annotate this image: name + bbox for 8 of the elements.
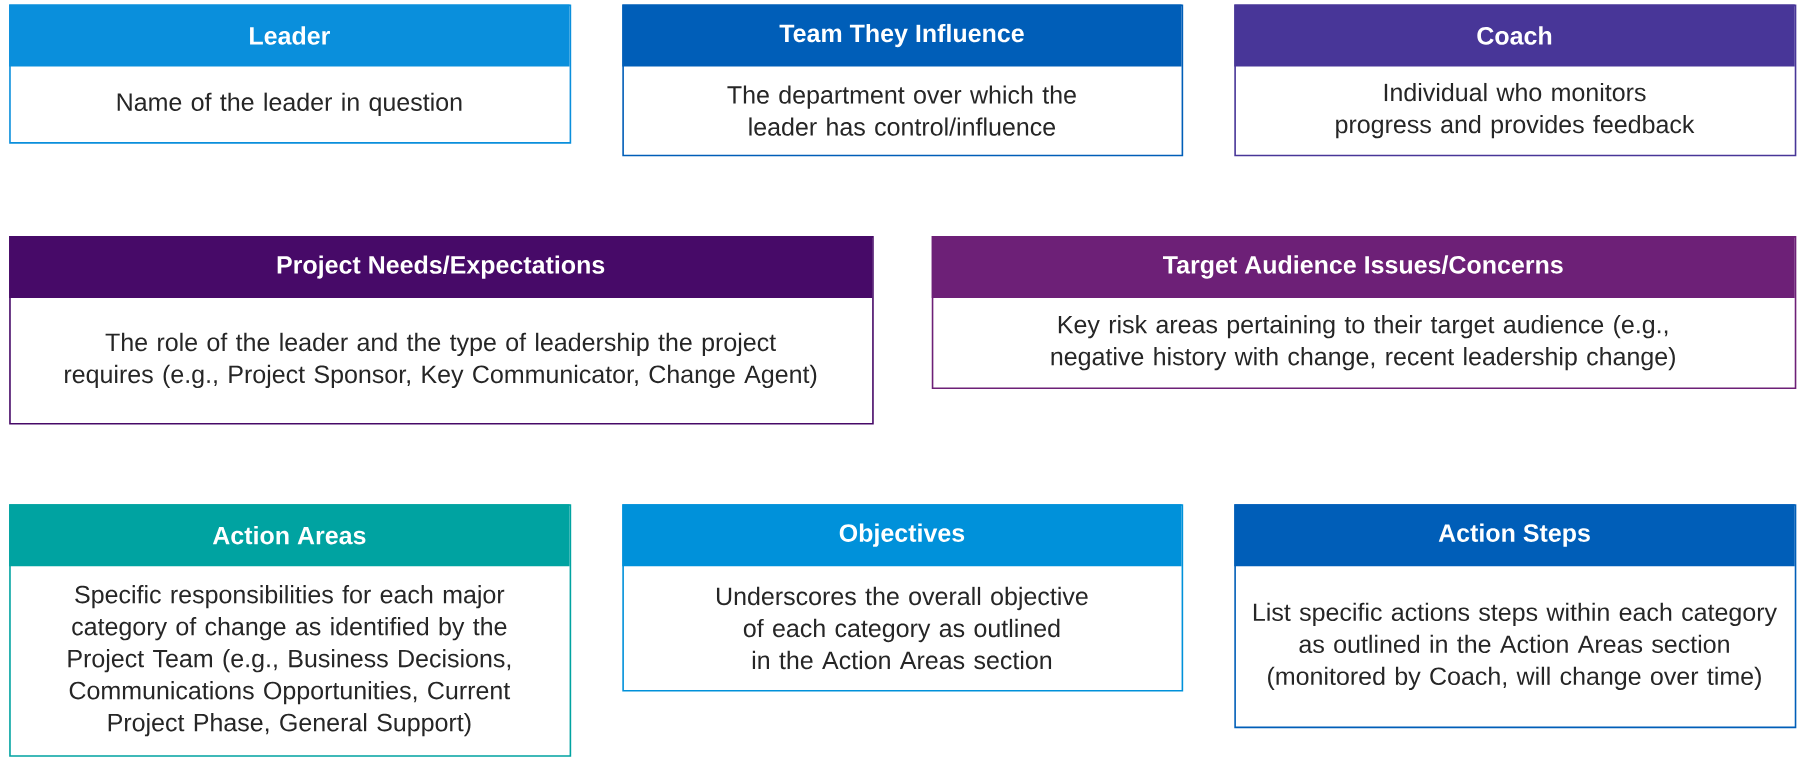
info-card: Coach Individual who monitors progress and provides feedback xyxy=(1234,4,1797,157)
info-card: Action Steps List specific actions steps within each category as outlined in the Action Areas section (monitored by Coach, will change over time) xyxy=(1234,504,1797,729)
info-card: Action Areas Specific responsibilities for each major category of change as identified by the Project Team (e.g., Business Decisions, Communications Opportunities, Current Project Phase, General Support) xyxy=(9,504,572,757)
info-card: Target Audience Issues/Concerns Key risk areas pertaining to their target audience (e.g., negative history with change, recent leadership change) xyxy=(931,236,1797,389)
info-card: Team They Influence The department over which the leader has control/influence xyxy=(622,4,1184,157)
info-card: Objectives Underscores the overall objective of each category as outlined in the Action Areas section xyxy=(622,504,1184,692)
info-card: Project Needs/Expectations The role of the leader and the type of leadership the project requires (e.g., Project Sponsor, Key Communicator, Change Agent) xyxy=(9,236,874,425)
info-card: Leader Name of the leader in question xyxy=(9,4,572,144)
